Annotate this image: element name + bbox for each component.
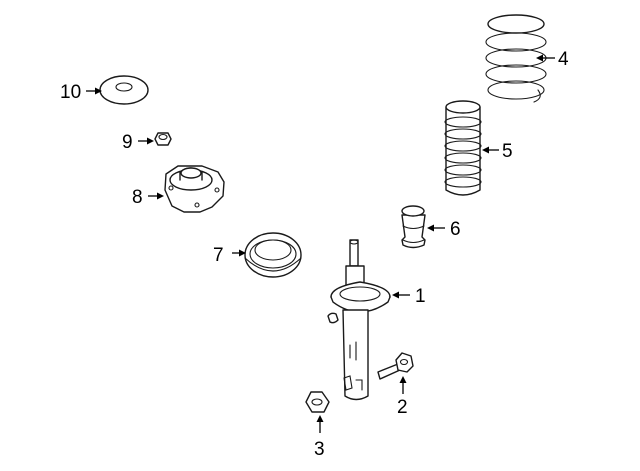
callout-8: 8 [132,187,143,208]
callout-1: 1 [415,286,426,307]
callout-7: 7 [213,245,224,266]
callout-6: 6 [450,219,461,240]
part-4-coil-spring [485,14,547,103]
leader-lines [86,54,555,433]
part-8-strut-mount [164,165,225,213]
callout-10: 10 [60,82,81,103]
part-2-bolt [377,352,414,380]
part-5-dust-boot [444,100,482,196]
callout-4: 4 [558,49,569,70]
part-10-cap [99,75,149,105]
part-7-spring-seat [244,232,302,278]
part-3-nut [305,391,330,413]
part-1-strut [327,239,391,401]
callout-5: 5 [502,141,513,162]
callout-3: 3 [314,439,325,460]
callout-2: 2 [397,397,408,418]
part-9-nut [154,132,172,146]
callout-9: 9 [122,132,133,153]
part-6-bump-stop [401,205,426,249]
